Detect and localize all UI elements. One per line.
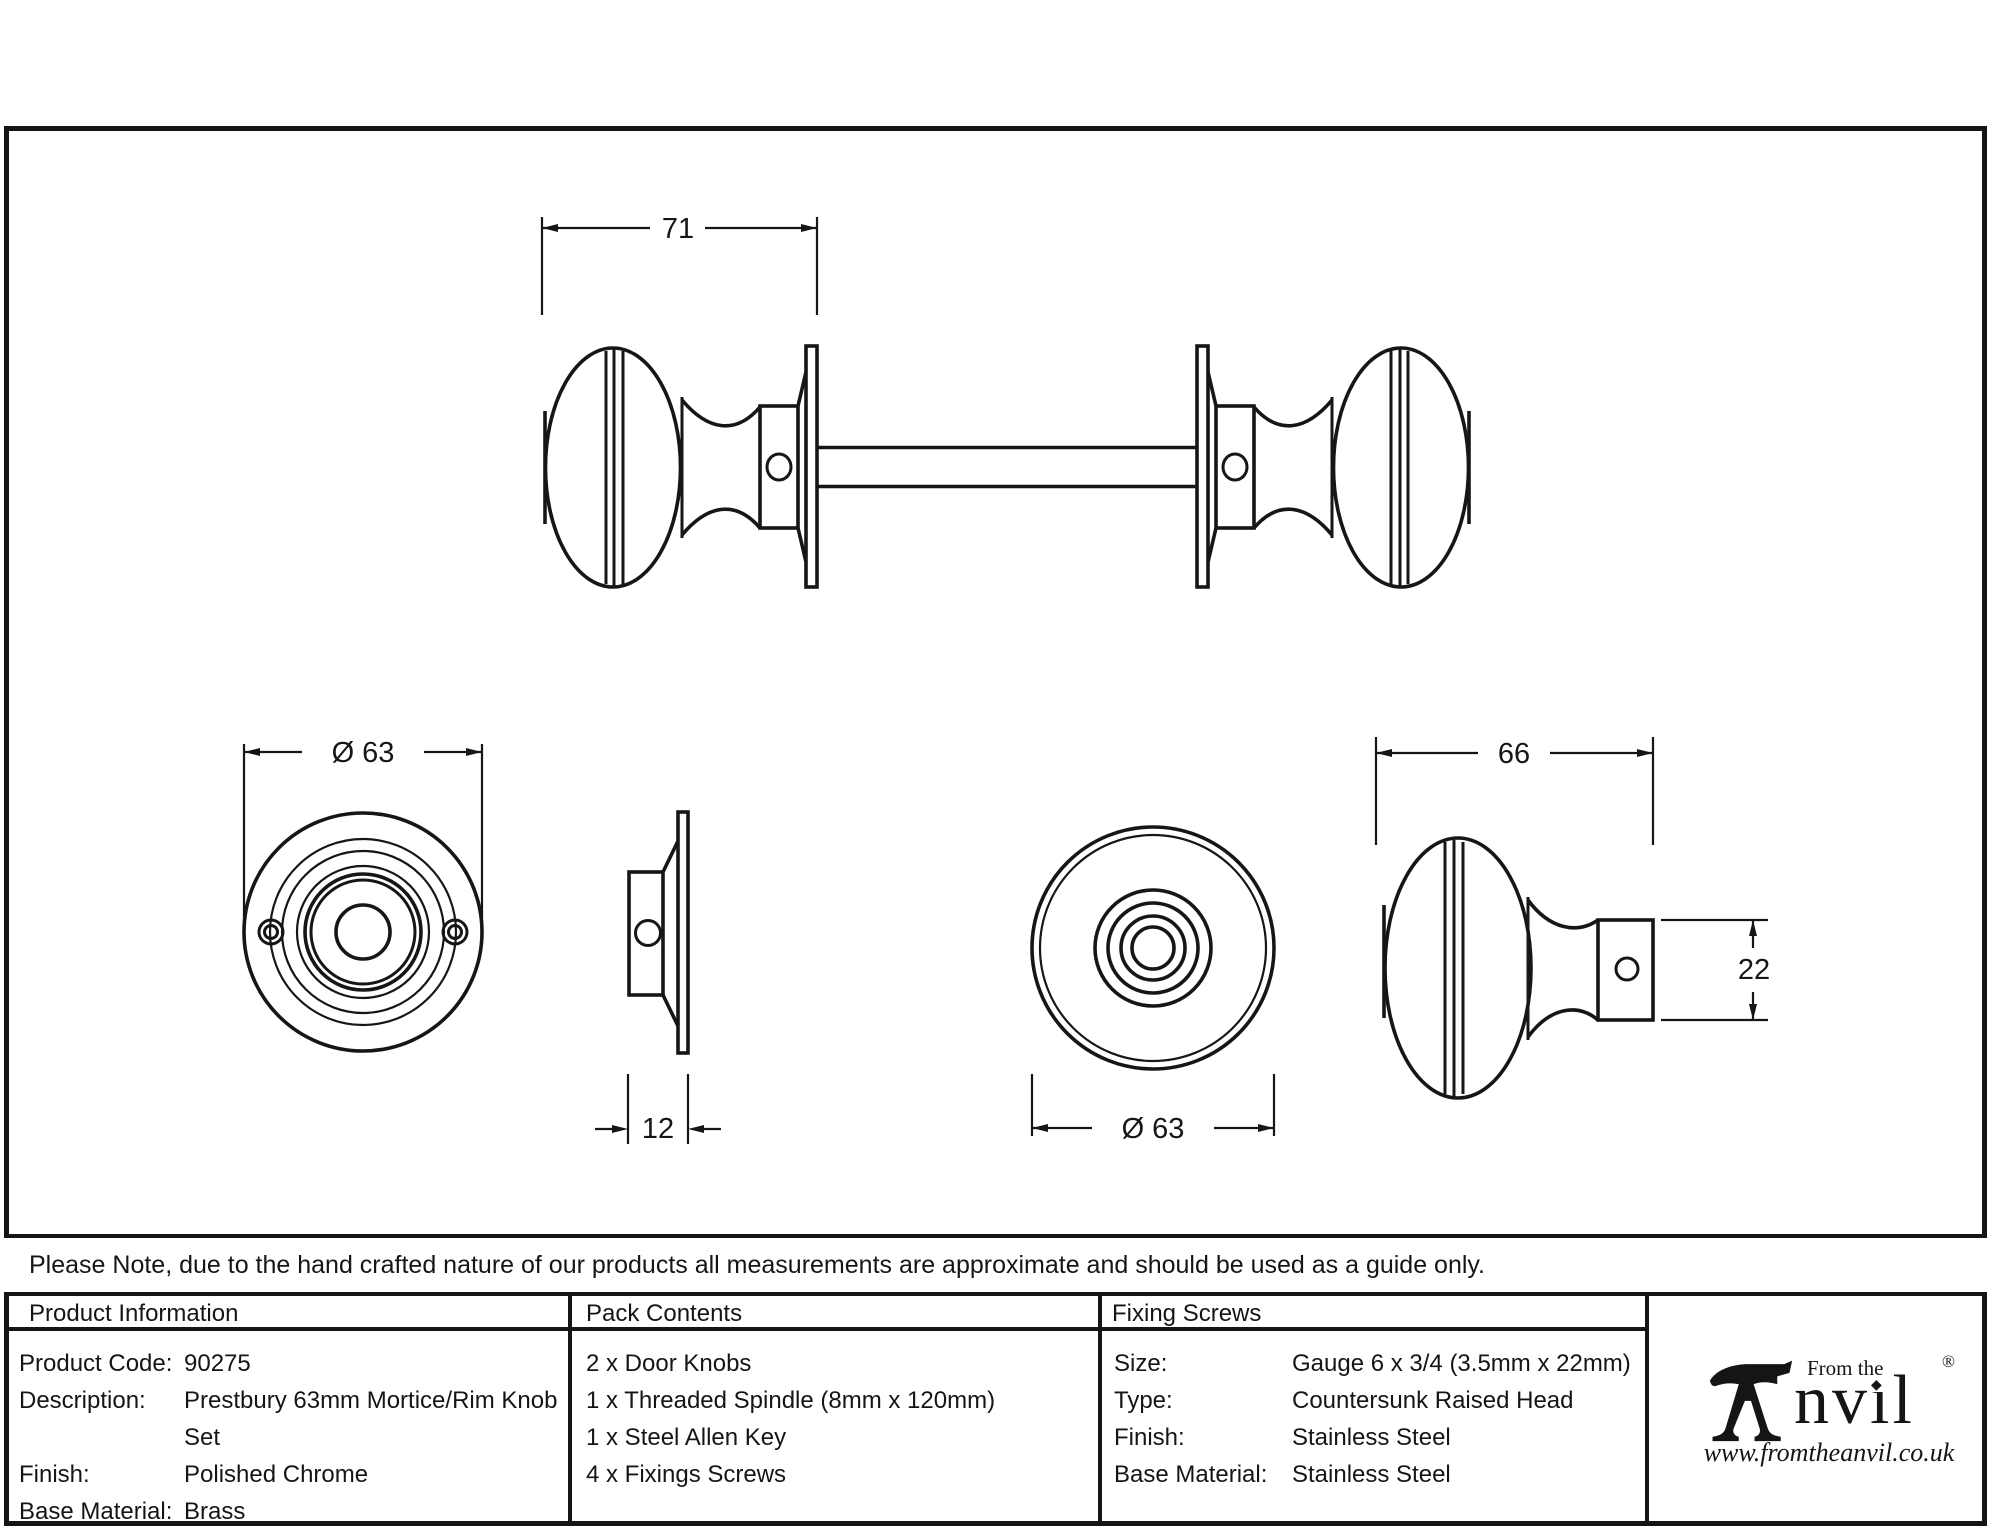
row-value: Stainless Steel <box>1292 1461 1451 1488</box>
row-label: Description: <box>19 1387 146 1414</box>
list-item: 2 x Door Knobs <box>586 1350 752 1377</box>
pack-contents-header: Pack Contents <box>572 1296 1098 1331</box>
fixing-screws-column: Fixing Screws Size: Gauge 6 x 3/4 (3.5mm… <box>1102 1296 1649 1526</box>
dim-assembly-width: 71 <box>540 213 819 315</box>
dim-rose-diameter: Ø 63 <box>242 737 484 932</box>
row-label: Finish: <box>19 1461 90 1488</box>
threaded-spindle <box>817 445 1197 489</box>
knob-front-view: Ø 63 <box>1030 825 1276 1145</box>
right-knob <box>1195 344 1471 589</box>
row-label: Base Material: <box>19 1498 173 1525</box>
dim-label-71: 71 <box>662 213 694 245</box>
grub-screw-hole <box>765 452 793 482</box>
fixing-screws-header: Fixing Screws <box>1102 1296 1645 1331</box>
spindle-hole <box>334 903 392 961</box>
row-value: Stainless Steel <box>1292 1424 1451 1451</box>
row-value: Gauge 6 x 3/4 (3.5mm x 22mm) <box>1292 1350 1631 1377</box>
row-value: Polished Chrome <box>184 1461 369 1488</box>
table-row: Base Material: Stainless Steel <box>1102 1456 1645 1493</box>
left-knob <box>543 344 819 589</box>
logo-brand-text: nvil <box>1794 1362 1915 1439</box>
row-label: Product Code: <box>19 1350 173 1377</box>
dim-label-rose-diameter: Ø 63 <box>332 737 395 769</box>
row-value: Prestbury 63mm Mortice/Rim Knob Set <box>184 1387 558 1451</box>
dim-label-66: 66 <box>1498 738 1530 770</box>
knob-side-view: 66 22 <box>1374 737 1770 1100</box>
anvil-icon <box>1709 1360 1793 1442</box>
grub-screw-hole <box>1614 956 1640 982</box>
row-value: 90275 <box>184 1350 251 1377</box>
table-row: Finish: Stainless Steel <box>1102 1419 1645 1456</box>
table-row: Size: Gauge 6 x 3/4 (3.5mm x 22mm) <box>1102 1345 1645 1382</box>
right-rose-edge <box>1195 344 1210 589</box>
diamond-tittle-icon: ◆ <box>1870 1376 1883 1392</box>
grub-screw-hole <box>1221 452 1249 482</box>
dim-label-12: 12 <box>642 1113 674 1145</box>
rose-front-view: Ø 63 <box>242 737 484 1053</box>
list-item: 1 x Threaded Spindle (8mm x 120mm) <box>586 1387 996 1414</box>
measurement-note: Please Note, due to the hand crafted nat… <box>29 1250 1486 1279</box>
row-label: Base Material: <box>1114 1461 1268 1488</box>
table-row: Description: Prestbury 63mm Mortice/Rim … <box>9 1382 568 1456</box>
logo-website-url: www.fromtheanvil.co.uk <box>1703 1438 1955 1467</box>
rose-side-view: 12 <box>595 810 721 1145</box>
list-item: 1 x Steel Allen Key <box>586 1424 787 1451</box>
measurement-note-row: Please Note, due to the hand crafted nat… <box>4 1234 1987 1296</box>
product-information-header: Product Information <box>9 1296 568 1331</box>
dim-label-knob-diameter: Ø 63 <box>1122 1113 1185 1145</box>
product-information-column: Product Information Product Code: 90275 … <box>9 1296 572 1526</box>
row-value: Countersunk Raised Head <box>1292 1387 1574 1414</box>
list-item: 4 x Fixings Screws <box>586 1461 787 1488</box>
table-row: Base Material: Brass <box>9 1493 568 1530</box>
dim-knob-length: 66 <box>1374 737 1655 845</box>
row-value: Brass <box>184 1498 246 1525</box>
left-rose-edge <box>804 344 819 589</box>
dim-rose-depth: 12 <box>595 1074 721 1145</box>
brand-logo-cell: From the nvil ◆ ® www.fromtheanvil.co.uk <box>1649 1296 1987 1526</box>
row-label: Size: <box>1114 1350 1168 1377</box>
table-row: Product Code: 90275 <box>9 1345 568 1382</box>
assembly-top-view: 71 <box>540 213 1471 589</box>
table-row: Finish: Polished Chrome <box>9 1456 568 1493</box>
info-table: Product Information Product Code: 90275 … <box>9 1296 1987 1526</box>
registered-trademark-icon: ® <box>1942 1352 1955 1371</box>
dim-knob-face-diameter: Ø 63 <box>1030 1074 1276 1145</box>
table-row: Type: Countersunk Raised Head <box>1102 1382 1645 1419</box>
fixing-screw-holes <box>257 918 469 946</box>
pack-contents-column: Pack Contents 2 x Door Knobs 1 x Threade… <box>572 1296 1102 1526</box>
grub-screw-hole <box>634 919 662 947</box>
dim-collar-height: 22 <box>1661 918 1770 1022</box>
row-label: Finish: <box>1114 1424 1185 1451</box>
dim-label-22: 22 <box>1738 954 1770 986</box>
row-label: Type: <box>1114 1387 1173 1414</box>
